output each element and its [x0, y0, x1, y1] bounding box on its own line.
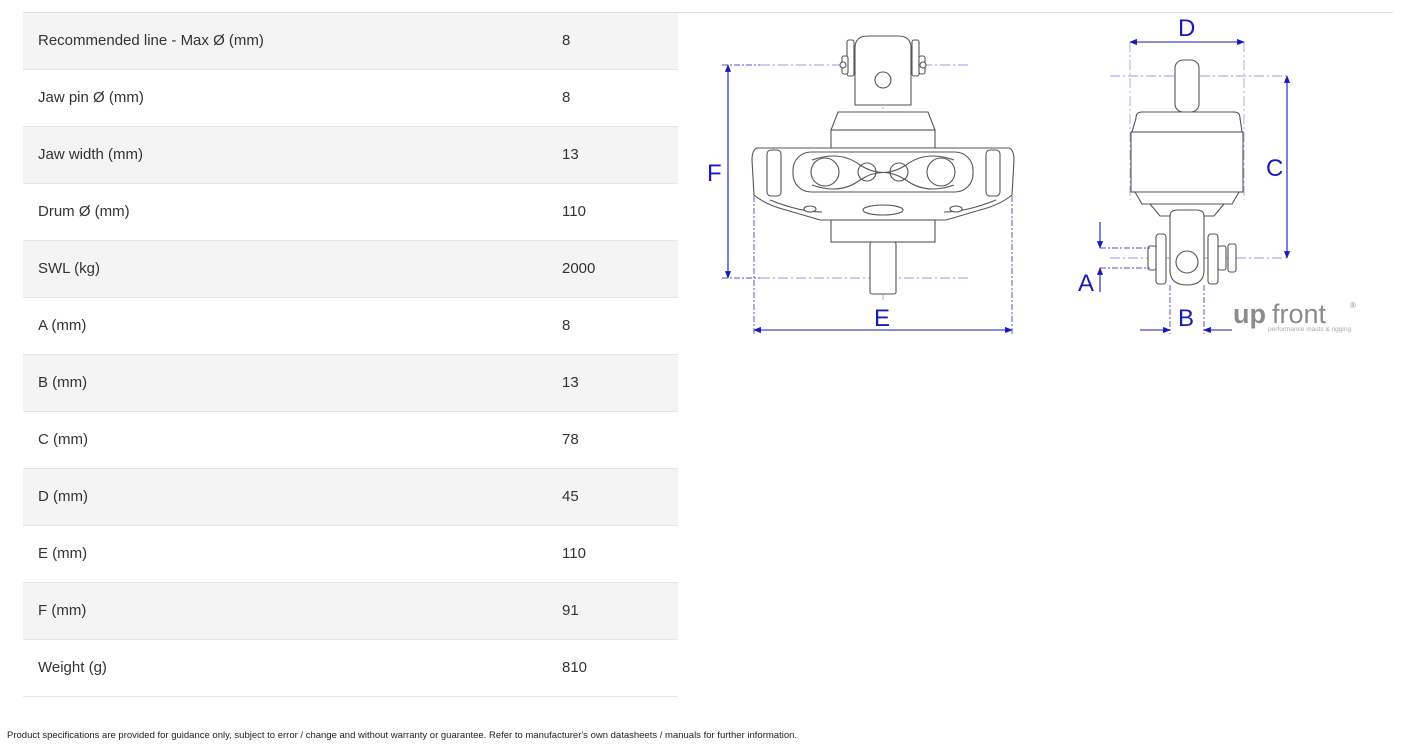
spec-value: 110: [562, 203, 586, 220]
spec-row-jaw-width: Jaw width (mm) 13: [23, 127, 678, 184]
spec-value: 8: [562, 317, 571, 334]
dimension-label-a: A: [1078, 270, 1094, 297]
logo-tagline: performance masts & rigging: [1268, 326, 1351, 333]
logo-registered-mark: ®: [1350, 301, 1356, 310]
spec-value: 45: [562, 488, 579, 505]
spec-label: F (mm): [38, 602, 87, 619]
front-dimensions: [722, 64, 1013, 334]
spec-row-c: C (mm) 78: [23, 412, 678, 469]
spec-value: 810: [562, 659, 588, 676]
spec-row-swl: SWL (kg) 2000: [23, 241, 678, 298]
technical-drawing: F E D C A B up front ® performance masts…: [707, 15, 1356, 334]
disclaimer-text: Product specifications are provided for …: [7, 730, 798, 741]
logo-word-up: up: [1233, 299, 1266, 329]
spec-label: Jaw pin Ø (mm): [38, 89, 144, 106]
spec-value: 2000: [562, 260, 596, 277]
spec-row-weight: Weight (g) 810: [23, 640, 678, 697]
dimension-label-b: B: [1178, 305, 1194, 332]
spec-label: D (mm): [38, 488, 88, 505]
spec-label: Drum Ø (mm): [38, 203, 130, 220]
spec-label: Weight (g): [38, 659, 107, 676]
spec-value: 91: [562, 602, 579, 619]
spec-row-drum: Drum Ø (mm) 110: [23, 184, 678, 241]
dimension-label-e: E: [874, 305, 890, 332]
front-view: [751, 35, 1015, 300]
spec-row-f: F (mm) 91: [23, 583, 678, 640]
spec-label: SWL (kg): [38, 260, 100, 277]
upffront-logo: up front ® performance masts & rigging: [1233, 299, 1356, 333]
spec-value: 110: [562, 545, 586, 562]
dimension-label-f: F: [707, 160, 722, 187]
spec-row-jaw-pin: Jaw pin Ø (mm) 8: [23, 70, 678, 127]
spec-label: E (mm): [38, 545, 88, 562]
spec-value: 8: [562, 89, 571, 106]
side-dimensions: [1096, 38, 1291, 334]
spec-table: Recommended line - Max Ø (mm) 8 Jaw pin …: [23, 13, 678, 697]
spec-label: C (mm): [38, 431, 88, 448]
spec-value: 78: [562, 431, 579, 448]
spec-row-b: B (mm) 13: [23, 355, 678, 412]
top-divider: [23, 12, 1393, 13]
spec-value: 13: [562, 374, 579, 391]
spec-label: Recommended line - Max Ø (mm): [38, 32, 264, 49]
dimension-label-d: D: [1178, 15, 1195, 42]
spec-value: 13: [562, 146, 579, 163]
spec-label: B (mm): [38, 374, 88, 391]
spec-value: 8: [562, 32, 571, 49]
side-view: [1110, 42, 1290, 286]
logo-word-front: front: [1272, 299, 1327, 329]
spec-label: A (mm): [38, 317, 87, 334]
dimension-label-c: C: [1266, 155, 1283, 182]
spec-row-d: D (mm) 45: [23, 469, 678, 526]
spec-row-a: A (mm) 8: [23, 298, 678, 355]
dimension-labels: F E D C A B: [707, 15, 1283, 332]
spec-row-max-line: Recommended line - Max Ø (mm) 8: [23, 13, 678, 70]
spec-row-e: E (mm) 110: [23, 526, 678, 583]
spec-label: Jaw width (mm): [38, 146, 144, 163]
